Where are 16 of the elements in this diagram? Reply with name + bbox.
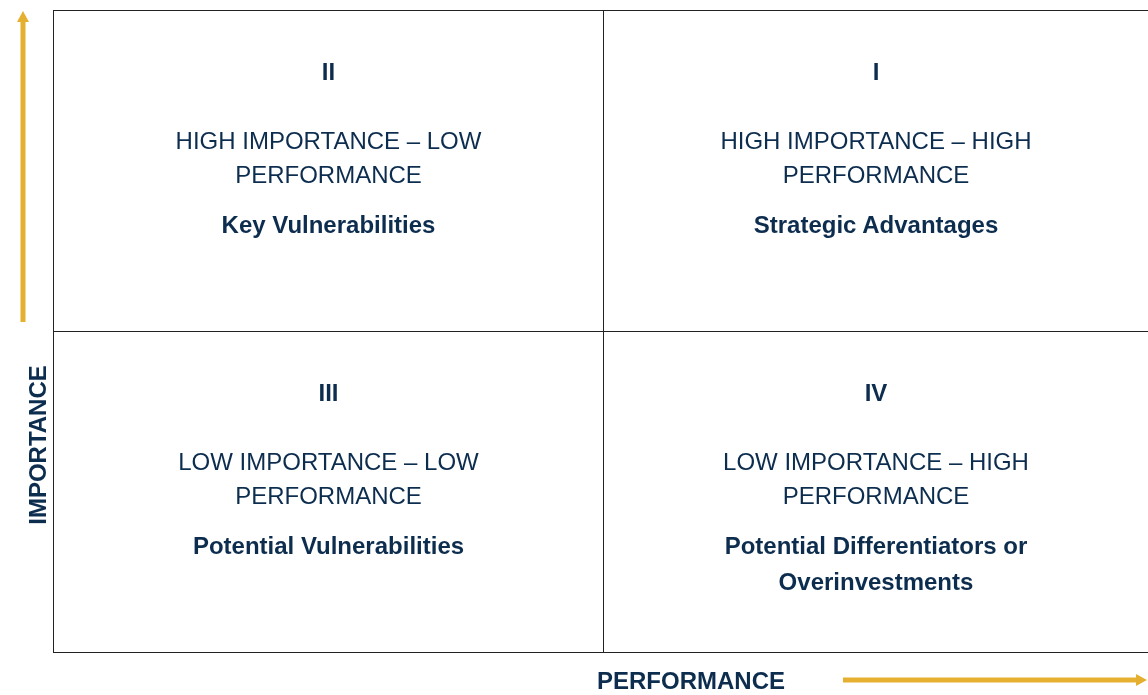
- quadrant-title: Strategic Advantages: [752, 210, 1000, 240]
- quadrant-title: Key Vulnerabilities: [220, 210, 437, 240]
- quadrant-title: Potential Differentiators or Overinvestments: [723, 531, 1029, 597]
- quadrant-title: Potential Vulnerabilities: [191, 531, 466, 561]
- quadrant-numeral: IV: [864, 378, 888, 408]
- quadrant-box: [53, 331, 604, 653]
- quadrant-box: [53, 10, 604, 332]
- quadrant-description: LOW IMPORTANCE – HIGH PERFORMANCE: [722, 447, 1030, 511]
- quadrant-numeral: I: [872, 57, 880, 87]
- axis-label: PERFORMANCE: [597, 667, 785, 695]
- quadrant-numeral: II: [321, 57, 336, 87]
- quadrant-description: HIGH IMPORTANCE – HIGH PERFORMANCE: [719, 126, 1033, 190]
- quadrant-numeral: III: [318, 378, 339, 408]
- quadrant-description: LOW IMPORTANCE – LOW PERFORMANCE: [177, 447, 480, 511]
- quadrant-description: HIGH IMPORTANCE – LOW PERFORMANCE: [174, 126, 483, 190]
- axis-label: IMPORTANCE: [23, 365, 52, 525]
